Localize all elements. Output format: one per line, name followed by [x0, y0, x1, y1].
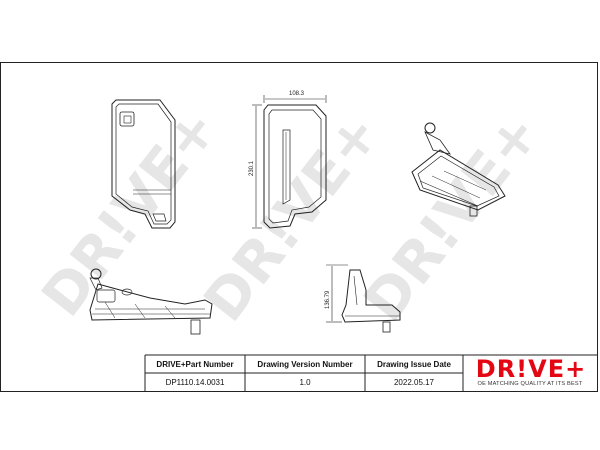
filter-front-view [111, 99, 176, 229]
dimension-height-label: 230.1 [249, 160, 255, 176]
value-issue-date: 2022.05.17 [393, 378, 435, 387]
filter-profile-view [326, 264, 401, 333]
filter-section-view [252, 95, 327, 229]
header-version: Drawing Version Number [257, 360, 353, 369]
drawing-frame [0, 62, 598, 392]
logo-brand-text: DR!VE+ [475, 355, 587, 383]
filter-side-view [89, 268, 213, 335]
logo-tagline: OE MATCHING QUALITY AT ITS BEST [477, 381, 583, 387]
dimension-side-height-label: 136.79 [325, 290, 331, 309]
watermark-group: DR!VE+ DR!VE+ DR!VE+ [30, 97, 553, 334]
dimension-width-label: 108.3 [289, 91, 305, 97]
value-version: 1.0 [299, 378, 311, 387]
filter-isometric-view [411, 122, 506, 217]
header-issue-date: Drawing Issue Date [377, 360, 451, 369]
header-part-number: DRIVE+Part Number [156, 360, 234, 369]
title-block-grid [144, 354, 598, 392]
drive-plus-logo: DR!VE+ OE MATCHING QUALITY AT ITS BEST [463, 356, 597, 390]
value-part-number: DP1110.14.0031 [165, 378, 225, 387]
